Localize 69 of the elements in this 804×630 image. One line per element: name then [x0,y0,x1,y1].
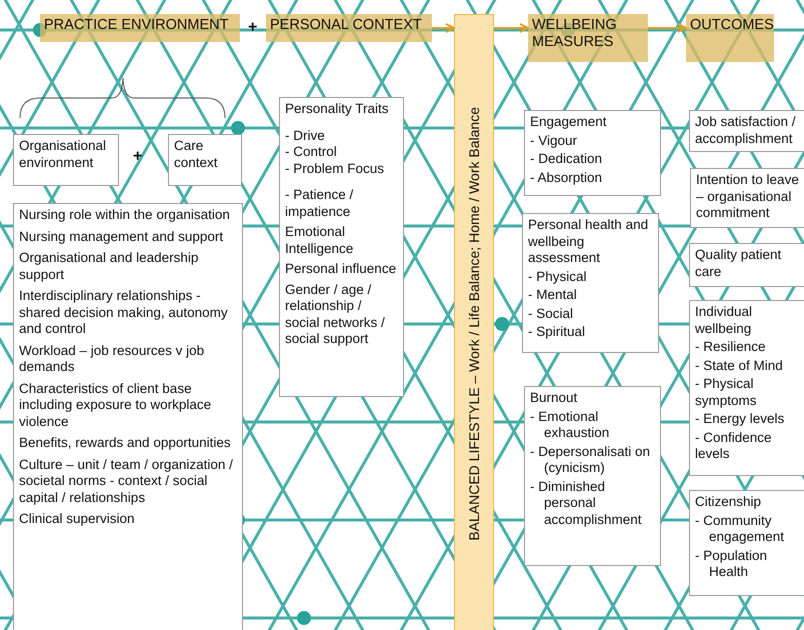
box-item: Clinical supervision [19,511,136,528]
box-heading: Individual wellbeing [695,304,754,337]
box-item: Nursing management and support [19,228,224,245]
box-heading: Quality patient care [695,247,782,280]
text-box [168,134,242,186]
text-box [689,490,804,596]
box-item: Emotional Intelligence [285,224,354,257]
text-box [13,134,119,186]
box-item: - State of Mind [695,358,784,374]
box-item: - Problem Focus [285,160,386,177]
box-heading: WELLBEING MEASURES [532,17,618,51]
stage-header [528,14,648,62]
box-item: - Mental [528,287,578,304]
box-item: - Physical symptoms [695,376,758,409]
box-item: - Community engagement [695,512,786,546]
box-heading: Personal health and wellbeing assessment [528,217,650,266]
box-item: - Depersonalisati on (cynicism) [530,444,652,476]
box-item: - Vigour [530,132,578,149]
box-heading: Job satisfaction / accomplishment [695,114,797,147]
box-item: - Physical [528,268,588,285]
box-item: - Energy levels [695,411,786,428]
text-box [689,110,804,152]
text-box [522,213,659,353]
stage-header [266,14,432,42]
lifestyle-band [454,14,494,630]
text-box [13,203,243,630]
plus-sign: + [133,148,142,166]
box-item: - Control [285,144,338,160]
box-item: Organisational and leadership support [19,250,200,283]
stage-header [40,14,240,42]
box-heading: Nursing role within the organisation [19,207,231,224]
text-box [689,243,804,287]
box-item: Workload – job resources v job demands [19,342,206,376]
stage-header [686,14,774,62]
box-heading: PERSONAL CONTEXT [270,17,423,34]
text-box [689,300,804,476]
box-heading: Intention to leave – organisational commitment [696,172,800,222]
box-item: - Population Health [695,548,768,580]
box-item: - Emotional exhaustion [530,408,610,442]
box-item: - Patience / impatience [285,187,354,220]
box-heading: Citizenship [695,494,762,510]
box-item: Interdisciplinary relationships - shared decision making, autonomy and control [19,288,229,338]
box-item: - Drive [285,128,326,144]
box-item: Characteristics of client base including exposure to workplace violence [19,380,212,430]
box-heading: Engagement [530,114,608,130]
box-item: - Resilience [695,339,767,356]
arrow [648,23,687,33]
text-box [524,386,661,566]
box-heading: Care context [174,138,219,171]
box-item: Personal influence [285,261,398,278]
box-heading: Organisational environment [19,138,108,171]
box-item: Benefits, rewards and opportunities [19,435,232,452]
box-item: - Social [528,306,574,322]
box-item: - Diminished personal accomplishment [530,478,643,528]
box-heading: Burnout [530,390,578,406]
text-box [690,168,804,228]
box-item: - Dedication [530,151,604,168]
text-box [279,97,404,397]
box-item: - Absorption [530,170,604,186]
arrow [494,23,529,33]
arrow [432,23,455,33]
band-label: BALANCED LIFESTYLE – Work / Life Balance; Home / Work Balance [466,107,482,541]
text-box [524,110,661,196]
box-item: Gender / age / relationship / social networks / social support [285,282,386,348]
box-heading: PRACTICE ENVIRONMENT [44,17,230,34]
box-item: - Confidence levels [695,430,773,462]
box-heading: Personality Traits [285,101,390,118]
box-item: - Spiritual [528,324,586,340]
box-item: Culture – unit / team / organization / societal norms - context / social capital / relationships [19,456,234,506]
